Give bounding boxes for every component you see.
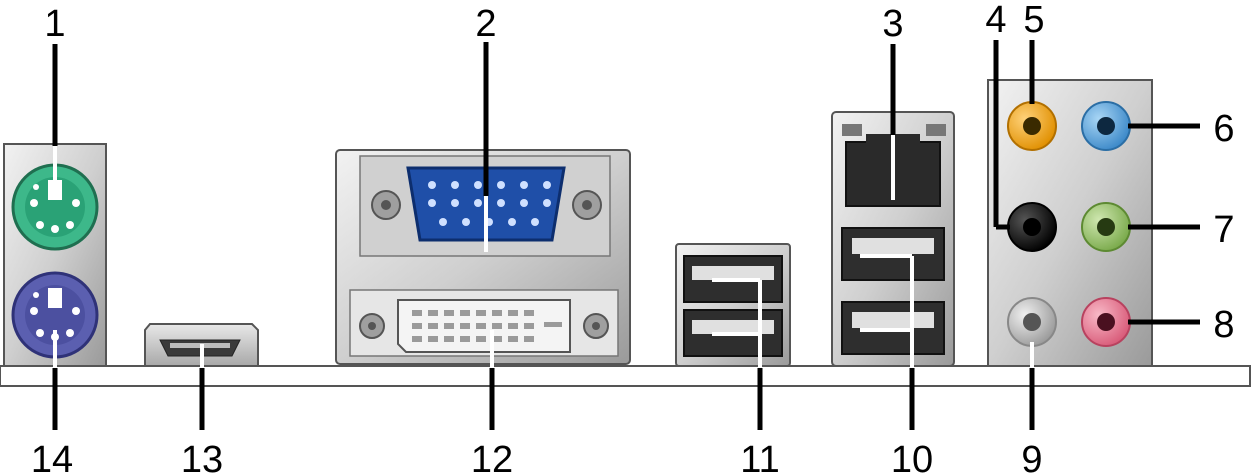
dvi-pins [412, 310, 562, 342]
callout-14: 14 [31, 439, 73, 475]
callout-10: 10 [891, 439, 933, 475]
audio-jacks-housing [987, 79, 1153, 367]
callout-2: 2 [475, 3, 496, 45]
callout-13: 13 [181, 439, 223, 475]
usb-ports-pair-left [675, 243, 791, 367]
video-ports-housing [335, 149, 631, 365]
callout-6: 6 [1213, 108, 1234, 150]
leader-lines [52, 40, 1200, 430]
lan-activity-led [842, 124, 862, 136]
callout-7: 7 [1213, 209, 1234, 251]
vga-pins [428, 181, 551, 226]
callout-1: 1 [44, 3, 65, 45]
callout-8: 8 [1213, 304, 1234, 346]
callout-4: 4 [985, 0, 1006, 41]
callout-9: 9 [1021, 439, 1042, 475]
callout-11: 11 [740, 439, 779, 475]
callout-12: 12 [471, 439, 513, 475]
callout-5: 5 [1023, 0, 1044, 41]
callout-3: 3 [882, 3, 903, 45]
lan-speed-led [926, 124, 946, 136]
io-shield-base [0, 365, 1251, 387]
